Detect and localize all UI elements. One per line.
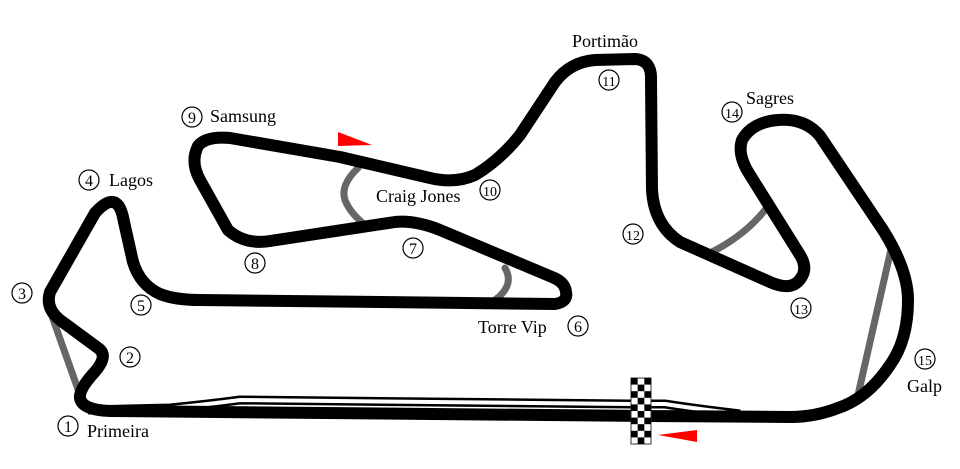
checker-square — [631, 404, 638, 411]
corner-1: 1 Primeira — [57, 415, 149, 441]
svg-text:14: 14 — [725, 107, 739, 122]
checker-square — [637, 424, 645, 431]
checker-square — [637, 397, 645, 405]
svg-text:Portimão: Portimão — [572, 31, 638, 51]
start-direction-arrow-icon — [658, 430, 697, 442]
checker-square — [637, 437, 645, 444]
svg-text:Primeira: Primeira — [87, 421, 149, 441]
svg-text:6: 6 — [574, 319, 582, 336]
svg-text:Galp: Galp — [907, 376, 942, 396]
corner-12: 12 — [622, 223, 644, 245]
corner-5: 5 — [130, 294, 152, 316]
checker-square — [631, 417, 638, 425]
alt-section-15 — [854, 241, 896, 399]
corner-14: 14 Sagres — [721, 88, 794, 123]
corner-11: 11 Portimão — [572, 31, 638, 91]
checker-square — [637, 411, 645, 418]
corner-7: 7 — [402, 237, 424, 259]
svg-text:11: 11 — [602, 75, 615, 90]
checker-square — [631, 378, 638, 385]
svg-text:9: 9 — [188, 110, 196, 127]
corner-6: 6 Torre Vip — [478, 315, 589, 337]
corner-10: 10 Craig Jones — [376, 179, 501, 206]
checker-square — [631, 391, 638, 398]
svg-text:Craig Jones: Craig Jones — [376, 186, 461, 206]
main-track — [42, 53, 914, 423]
checker-square — [631, 430, 638, 438]
alt-section-12-13 — [708, 206, 769, 256]
checker-square — [644, 378, 652, 385]
corner-8: 8 — [244, 252, 266, 274]
corner-9: 9 Samsung — [181, 106, 276, 128]
svg-text:Samsung: Samsung — [210, 106, 276, 126]
svg-text:3: 3 — [18, 286, 26, 303]
corner-3: 3 — [11, 282, 33, 304]
alt-section-7-10 — [340, 164, 369, 229]
svg-text:7: 7 — [409, 241, 417, 258]
alt-section-6 — [491, 264, 512, 304]
svg-text:12: 12 — [626, 229, 640, 244]
checkered-flag-icon — [630, 377, 652, 445]
svg-text:Lagos: Lagos — [109, 170, 153, 190]
checker-square — [637, 384, 645, 392]
checker-square — [644, 391, 652, 398]
checker-square — [644, 417, 652, 425]
checker-square — [644, 430, 652, 438]
svg-text:2: 2 — [126, 350, 134, 367]
svg-text:4: 4 — [85, 173, 93, 190]
corner-4: 4 Lagos — [78, 169, 153, 191]
svg-text:Torre Vip: Torre Vip — [478, 317, 547, 337]
corner-13: 13 — [790, 297, 812, 319]
svg-text:1: 1 — [64, 419, 72, 436]
svg-text:15: 15 — [918, 354, 932, 369]
svg-text:8: 8 — [251, 256, 259, 273]
alternative-sections — [44, 164, 896, 399]
svg-text:13: 13 — [794, 303, 808, 318]
svg-text:5: 5 — [137, 298, 145, 315]
checker-square — [644, 404, 652, 411]
svg-text:10: 10 — [483, 185, 497, 200]
direction-arrow-icon — [338, 132, 372, 146]
svg-text:Sagres: Sagres — [746, 88, 794, 108]
corner-2: 2 — [119, 346, 141, 368]
